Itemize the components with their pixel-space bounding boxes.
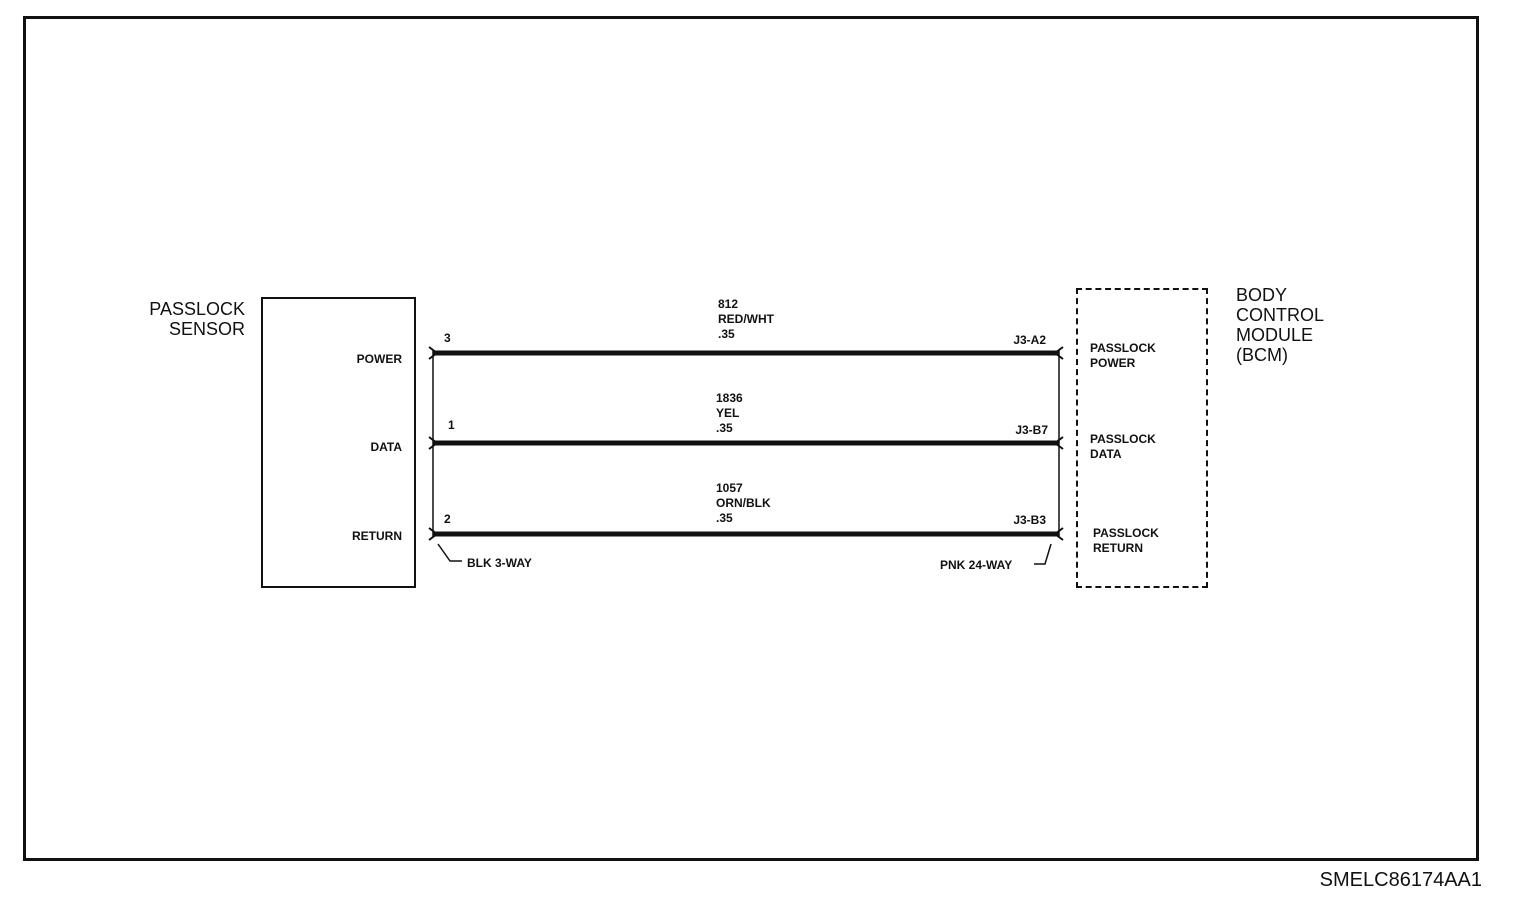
pin-number-return: 2 — [444, 512, 451, 526]
bcm-pin-label-data-line1: PASSLOCK — [1090, 432, 1156, 446]
bcm-pin-label-data-line2: DATA — [1090, 447, 1122, 461]
bcm-pin-label-power: PASSLOCK POWER — [1090, 341, 1156, 371]
diagram-frame — [23, 16, 1479, 861]
wire-data-info: 1836 YEL .35 — [716, 391, 743, 436]
bcm-title-line2: CONTROL — [1236, 305, 1325, 325]
bcm-title-line3: MODULE — [1236, 325, 1314, 345]
sensor-pin-label-power: POWER — [356, 352, 402, 366]
wire-return-gauge: .35 — [716, 511, 733, 525]
bcm-box — [1076, 288, 1208, 588]
bcm-pin-label-return-line1: PASSLOCK — [1093, 526, 1159, 540]
bcm-title-line4: (BCM) — [1236, 345, 1288, 365]
wire-return — [428, 527, 1064, 541]
wire-power-color: RED/WHT — [718, 312, 774, 326]
wire-return-info: 1057 ORN/BLK .35 — [716, 481, 771, 526]
wire-power-right-terminal — [1053, 346, 1064, 360]
bcm-pin-label-power-line2: POWER — [1090, 356, 1136, 370]
wire-data-circuit: 1836 — [716, 391, 743, 405]
sensor-pin-label-data: DATA — [370, 440, 402, 454]
bcm-pin-id-data: J3-B7 — [1015, 423, 1048, 437]
sensor-title-line2: SENSOR — [168, 319, 245, 339]
wire-data-right-terminal — [1053, 436, 1064, 450]
wire-data — [428, 436, 1064, 450]
passlock-sensor-box — [261, 297, 416, 588]
wire-data-gauge: .35 — [716, 421, 733, 435]
wire-data-left-terminal — [428, 436, 439, 450]
bcm-connector-label: PNK 24-WAY — [940, 558, 1013, 572]
wire-power-circuit: 812 — [718, 297, 739, 311]
bcm-pin-id-return: J3-B3 — [1013, 513, 1046, 527]
pin-number-power: 3 — [444, 331, 451, 345]
sensor-pin-label-return: RETURN — [352, 529, 402, 543]
bcm-pin-id-power: J3-A2 — [1013, 333, 1046, 347]
bcm-pin-label-return: PASSLOCK RETURN — [1093, 526, 1159, 556]
bcm-title: BODY CONTROL MODULE (BCM) — [1236, 285, 1324, 365]
wire-power-left-terminal — [428, 346, 439, 360]
bcm-pin-label-return-line2: RETURN — [1093, 541, 1143, 555]
wire-return-circuit: 1057 — [716, 481, 743, 495]
wire-return-left-terminal — [428, 527, 439, 541]
wire-power-gauge: .35 — [718, 327, 735, 341]
sensor-title-line1: PASSLOCK — [149, 299, 245, 319]
bcm-connector-leader — [1034, 543, 1052, 565]
sensor-title: PASSLOCK SENSOR — [120, 299, 245, 339]
sensor-connector-label: BLK 3-WAY — [467, 556, 532, 570]
document-id: SMELC86174AA1 — [1319, 869, 1482, 891]
wire-return-color: ORN/BLK — [716, 496, 771, 510]
bcm-pin-label-data: PASSLOCK DATA — [1090, 432, 1156, 462]
bcm-title-line1: BODY — [1236, 285, 1288, 305]
wire-return-right-terminal — [1053, 527, 1064, 541]
pin-number-data: 1 — [448, 418, 455, 432]
sensor-connector-leader — [437, 543, 462, 562]
bcm-pin-label-power-line1: PASSLOCK — [1090, 341, 1156, 355]
wire-power — [428, 346, 1064, 360]
wire-power-info: 812 RED/WHT .35 — [718, 297, 774, 342]
wire-data-color: YEL — [716, 406, 740, 420]
